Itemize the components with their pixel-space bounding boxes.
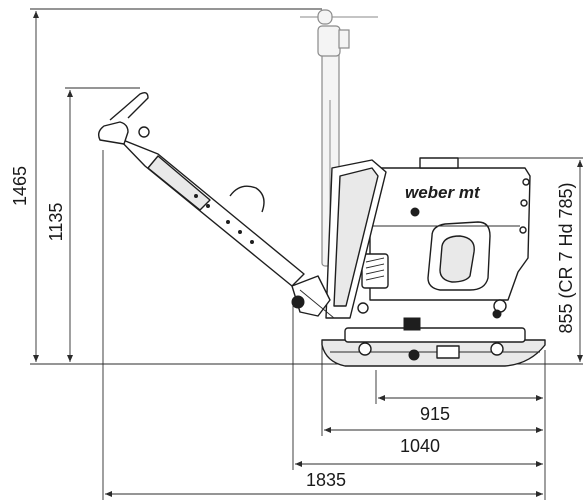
- base-length-label: 1040: [400, 436, 440, 456]
- overall-length-label: 1835: [306, 470, 346, 490]
- base-plate: [321, 317, 546, 367]
- front-frame: [325, 159, 387, 319]
- dimension-lines: [33, 11, 583, 497]
- plate-length-label: 915: [420, 404, 450, 424]
- brand-logo: weber mt: [405, 183, 481, 202]
- overall-height-label: 1465: [10, 166, 30, 206]
- handle-height-label: 1135: [46, 203, 66, 242]
- machine-height-label: 855 (CR 7 Hd 785): [556, 182, 576, 333]
- guide-handle: [97, 91, 335, 319]
- engine-body: [357, 157, 531, 319]
